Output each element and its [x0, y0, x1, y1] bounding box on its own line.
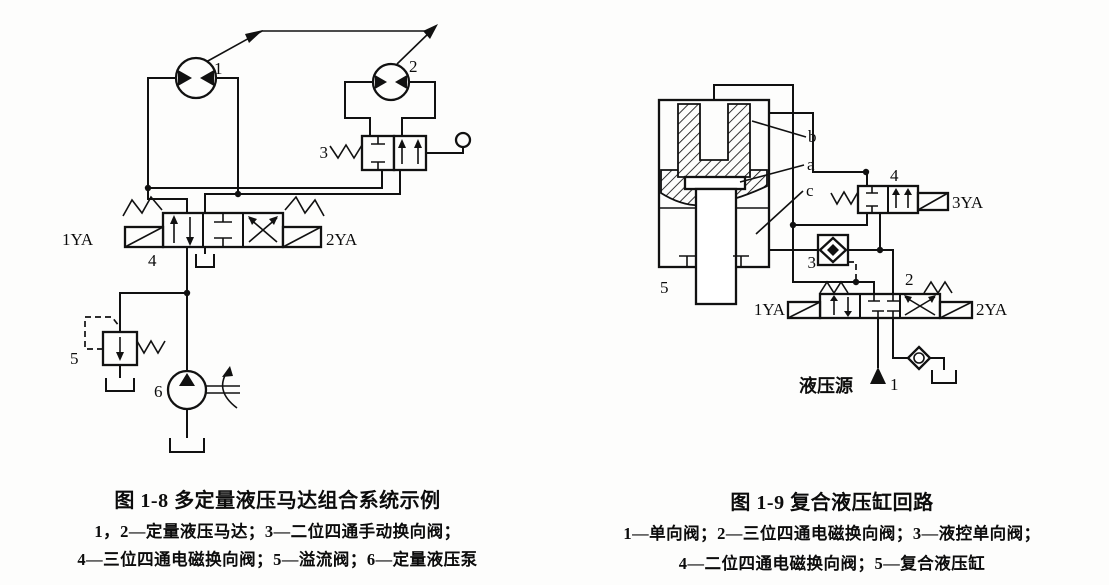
solenoid-icon-left — [122, 195, 165, 249]
check-valve-3-label: 3 — [808, 253, 817, 272]
pilot-line — [848, 261, 857, 281]
pressure-line — [119, 247, 191, 371]
solenoid-valve-2 — [786, 280, 974, 320]
pipes-motor-1 — [144, 77, 401, 213]
motor-1-label: 1 — [214, 59, 223, 78]
valve-3-label: 3 — [320, 143, 329, 162]
solenoid-valve-4 — [830, 184, 950, 215]
valve-4-label: 4 — [148, 251, 157, 270]
figure-1-9-caption-line2: 4—二位四通电磁换向阀；5—复合液压缸 — [678, 554, 986, 573]
spring-icon — [923, 280, 953, 295]
plunger-rod — [694, 187, 738, 306]
check-valve-1-label: 1 — [890, 375, 899, 394]
mechanical-linkage — [205, 24, 438, 65]
tank-symbol — [195, 247, 215, 268]
tank-symbol — [931, 370, 957, 384]
tank-symbol — [169, 438, 205, 453]
pressure-source-icon — [870, 367, 886, 384]
figure-1-8-caption-line1: 1，2—定量液压马达；3—二位四通手动换向阀； — [94, 522, 461, 541]
spring-icon — [819, 280, 849, 295]
figure-1-8-diagram: 1 2 3 — [62, 24, 472, 453]
compound-cylinder-5 — [657, 98, 771, 306]
lever-handle-icon — [426, 131, 472, 154]
pilot-line — [84, 316, 120, 350]
linkage-arrowhead-right — [423, 24, 438, 39]
solenoid-1ya-label: 1YA — [62, 230, 94, 249]
relief-valve-5 — [84, 316, 166, 392]
check-valve-1 — [906, 345, 932, 371]
solenoid-icon-right — [916, 191, 950, 212]
spring-icon — [329, 143, 363, 160]
cylinder-label: 5 — [660, 278, 669, 297]
figure-1-9-caption-line1: 1—单向阀；2—三位四通电磁换向阀；3—液控单向阀； — [623, 524, 1041, 543]
relief-valve-label: 5 — [70, 349, 79, 368]
spring-icon — [122, 195, 163, 217]
pipes-motor-2 — [344, 81, 436, 136]
inner-piston-a — [683, 175, 747, 191]
solenoid-3ya-label: 3YA — [952, 193, 984, 212]
hydraulic-motor-1 — [174, 56, 218, 100]
pump-label: 6 — [154, 382, 163, 401]
supply-lines — [870, 318, 957, 384]
figure-1-9-diagram: 5 b a c 3 — [657, 84, 1008, 396]
manual-valve-3 — [329, 131, 472, 172]
pipes — [713, 84, 894, 294]
tank-symbol — [105, 378, 135, 392]
pump-6 — [166, 366, 240, 453]
solenoid-2ya-label: 2YA — [326, 230, 358, 249]
hydraulic-source-label: 液压源 — [799, 375, 853, 396]
solenoid-icon-right — [938, 300, 974, 320]
motor-2-label: 2 — [409, 57, 418, 76]
spring-icon — [284, 195, 325, 217]
figure-1-8-caption-line2: 4—三位四通电磁换向阀；5—溢流阀；6—定量液压泵 — [77, 550, 478, 569]
solenoid-icon-left — [786, 300, 822, 320]
valve-2-label: 2 — [905, 270, 914, 289]
linkage-arrowhead-left — [245, 30, 263, 43]
solenoid-icon-right — [281, 195, 325, 249]
solenoid-2ya-label: 2YA — [976, 300, 1008, 319]
pilot-check-valve-3 — [816, 233, 857, 281]
solenoid-valve-4 — [122, 195, 325, 249]
solenoid-1ya-label: 1YA — [754, 300, 786, 319]
figure-1-9-caption-title: 图 1-9 复合液压缸回路 — [730, 492, 934, 514]
spring-icon — [830, 190, 859, 206]
figure-1-8-caption-title: 图 1-8 多定量液压马达组合系统示例 — [114, 490, 441, 512]
hydraulic-motor-2 — [371, 62, 411, 102]
spring-icon — [136, 339, 166, 355]
part-c-label: c — [806, 181, 814, 200]
valve-4-label: 4 — [890, 166, 899, 185]
part-a-label: a — [807, 155, 815, 174]
